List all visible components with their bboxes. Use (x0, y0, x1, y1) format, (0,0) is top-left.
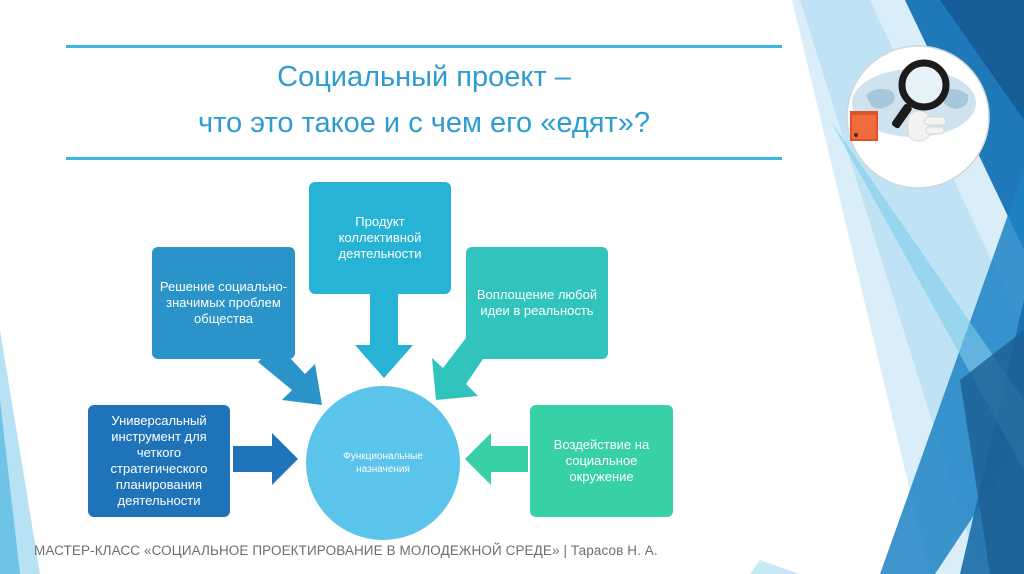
arrow-from-tool (233, 433, 298, 485)
arrow-from-product (355, 292, 413, 378)
node-embodiment-label: Воплощение любой идеи в реальность (476, 287, 598, 318)
node-tool: Универсальный инструмент для четкого стр… (88, 405, 230, 517)
center-circle-label: Функциональные назначения (343, 451, 423, 475)
magnifier-icon (891, 59, 950, 142)
title-rule-top (66, 45, 782, 48)
page-title-line1: Социальный проект – (277, 61, 571, 93)
folder-icon (850, 111, 878, 141)
node-tool-label: Универсальный инструмент для четкого стр… (110, 413, 208, 508)
page-title-line2: что это такое и с чем его «едят»? (197, 107, 651, 139)
arrow-from-solving (258, 344, 322, 405)
node-solving: Решение социально-значимых проблем общес… (152, 247, 295, 359)
logo-badge (846, 45, 990, 189)
node-embodiment: Воплощение любой идеи в реальность (466, 247, 608, 359)
node-product-label: Продукт коллективной деятельности (338, 214, 422, 261)
footer-text: МАСТЕР-КЛАСС «СОЦИАЛЬНОЕ ПРОЕКТИРОВАНИЕ … (34, 543, 658, 558)
node-product: Продукт коллективной деятельности (309, 182, 451, 294)
node-solving-label: Решение социально-значимых проблем общес… (159, 279, 288, 326)
arrow-from-impact (465, 433, 528, 485)
title-rule-bottom (66, 157, 782, 160)
node-impact: Воздействие на социальное окружение (530, 405, 673, 517)
center-circle: Функциональные назначения (306, 386, 460, 540)
node-impact-label: Воздействие на социальное окружение (553, 437, 650, 484)
